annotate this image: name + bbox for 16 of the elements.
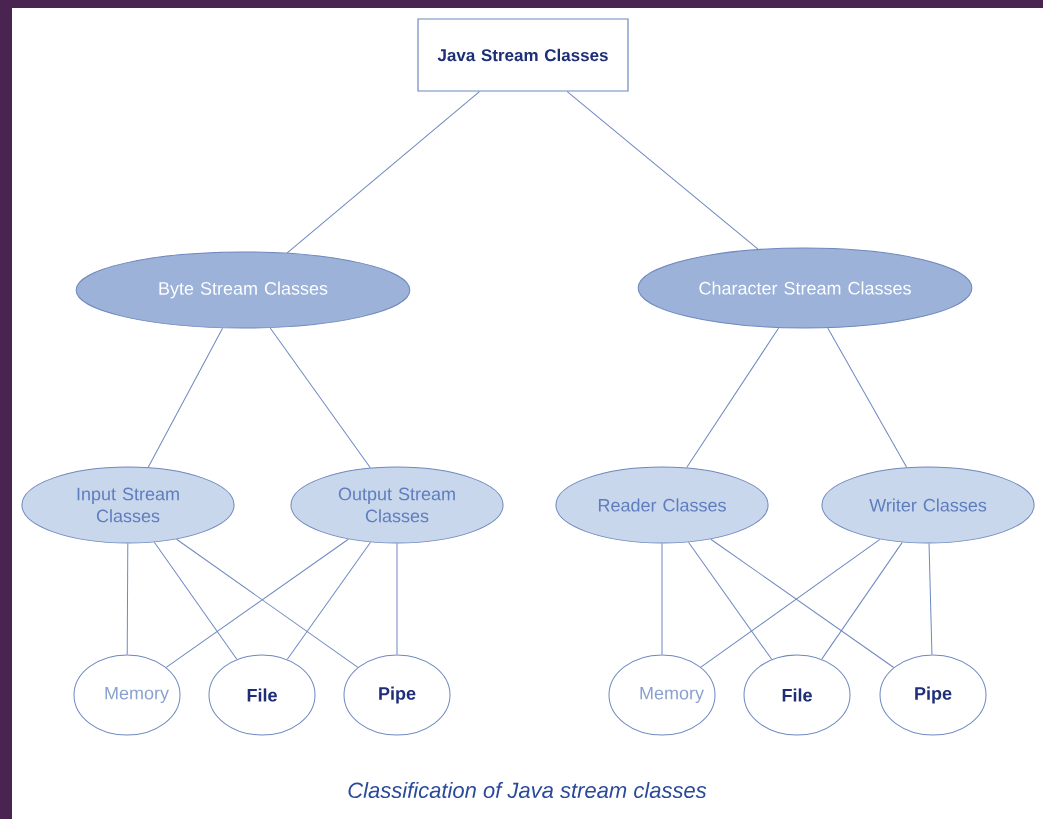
connector-line [928, 543, 933, 655]
connector-line [688, 541, 773, 660]
connector-line [269, 327, 371, 469]
connector-line [821, 541, 903, 660]
title-box: Java Stream Classes [417, 18, 629, 92]
connector-line [153, 541, 238, 660]
connector-line [147, 327, 224, 468]
connector-line [396, 543, 398, 655]
connector-line [286, 91, 480, 254]
connector-line [286, 541, 371, 660]
caption: Classification of Java stream classes [348, 781, 707, 799]
connector-line [686, 327, 780, 469]
connector-line [126, 543, 129, 655]
connector-line [566, 91, 759, 250]
connector-line [827, 327, 908, 468]
connector-line [661, 543, 663, 655]
